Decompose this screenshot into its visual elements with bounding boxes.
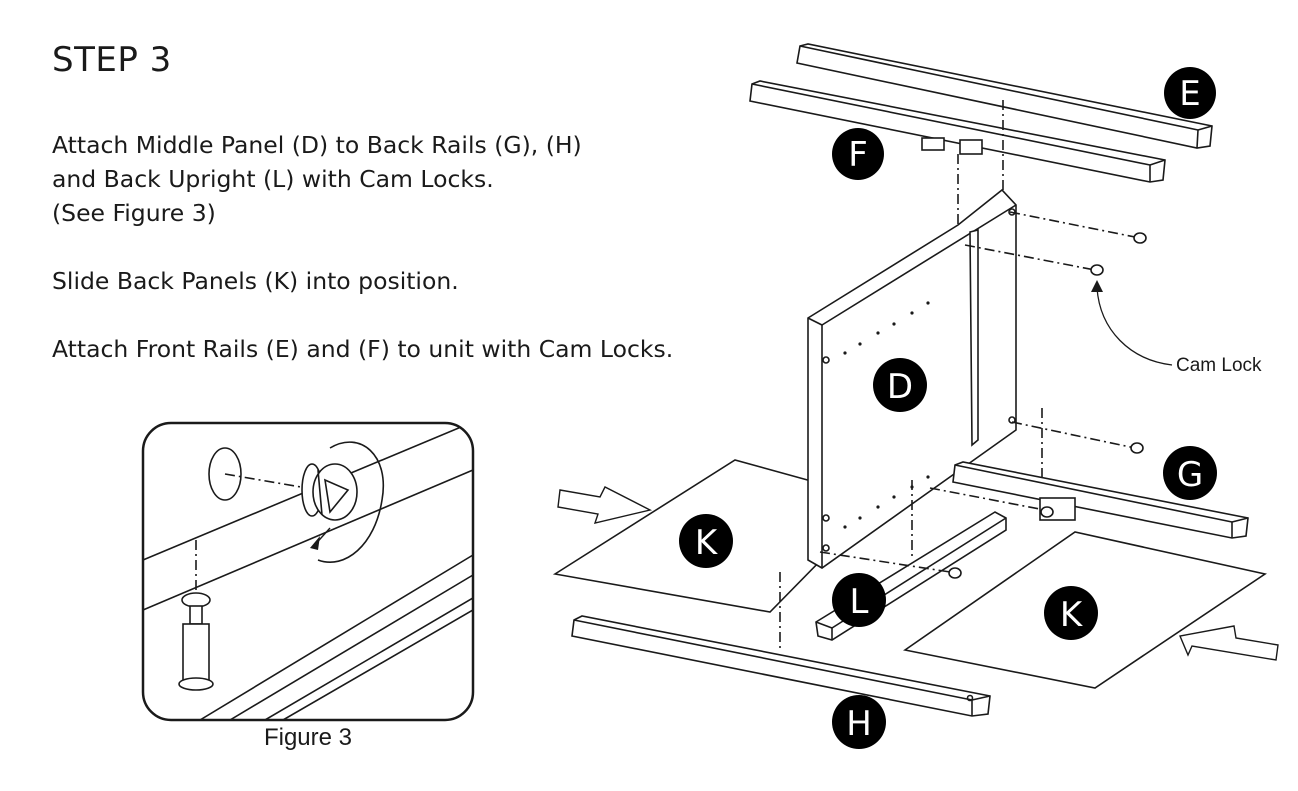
instruction-line: Attach Front Rails (E) and (F) to unit w… [52,335,674,363]
instruction-line: Slide Back Panels (K) into position. [52,267,459,295]
badge-d: D [873,358,927,412]
badge-k-left: K [679,514,733,568]
badge-k-right-text: K [1060,595,1084,635]
back-rail-h [571,615,991,717]
badge-h-text: H [846,704,872,744]
front-rail-f [749,80,1166,183]
step-title: STEP 3 [52,40,172,80]
part-labels: E F D G K L K H [679,67,1217,749]
instruction-line: (See Figure 3) [52,199,216,227]
badge-g: G [1163,446,1217,500]
figure-3-detail [141,421,475,722]
instruction-attach-front-rails: Attach Front Rails (E) and (F) to unit w… [52,332,732,366]
cam-lock-label: Cam Lock [1176,355,1262,376]
insert-arrow-left-icon [557,486,653,524]
badge-k-left-text: K [695,523,719,563]
badge-f-text: F [848,135,868,175]
back-rail-g [952,461,1249,539]
instruction-attach-middle-panel: Attach Middle Panel (D) to Back Rails (G… [52,128,732,230]
cam-lock-leader [1096,287,1173,366]
front-rail-e [796,43,1213,149]
badge-l: L [832,573,886,627]
instruction-line: and Back Upright (L) with Cam Locks. [52,165,494,193]
instruction-slide-back-panels: Slide Back Panels (K) into position. [52,264,732,298]
instruction-line: Attach Middle Panel (D) to Back Rails (G… [52,131,582,159]
badge-l-text: L [850,582,869,622]
badge-e: E [1164,67,1216,119]
badge-g-text: G [1177,455,1203,495]
insert-arrow-right-icon [1179,625,1279,661]
badge-e-text: E [1179,74,1200,114]
badge-d-text: D [887,367,913,407]
figure-caption: Figure 3 [263,724,353,751]
badge-f: F [832,128,884,180]
badge-h: H [832,695,886,749]
badge-k-right: K [1044,586,1098,640]
